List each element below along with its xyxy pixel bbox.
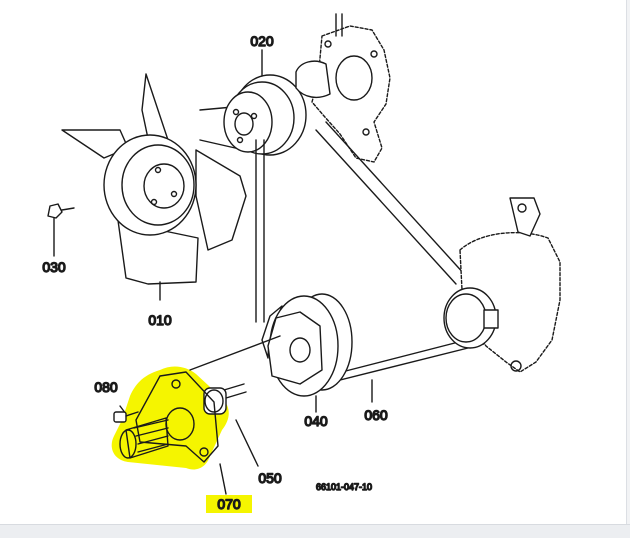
part-070-flange-shaft[interactable]: [119, 335, 281, 495]
part-030-bolt[interactable]: [47, 203, 75, 257]
label-030: 030: [42, 259, 66, 275]
label-060: 060: [364, 407, 388, 423]
bottom-status-bar: [0, 524, 630, 538]
label-070: 070: [217, 496, 241, 512]
part-060-v-belt[interactable]: [255, 121, 485, 403]
parts-diagram: 020 030 010 080 060 040 050 070 66101-04…: [42, 13, 561, 513]
label-080: 080: [94, 379, 118, 395]
part-080-small-bolt[interactable]: [113, 405, 139, 423]
part-020-fan-pulley[interactable]: [199, 49, 307, 156]
label-010: 010: [148, 312, 172, 328]
part-040-crank-pulley[interactable]: [261, 293, 353, 413]
right-scroll-edge: [626, 0, 630, 524]
alternator: [443, 197, 561, 373]
part-010-cooling-fan[interactable]: [61, 73, 247, 301]
reference-code: 66101-047-10: [316, 482, 372, 492]
part-050-bolt[interactable]: [203, 383, 259, 467]
water-pump: [295, 13, 391, 163]
label-020: 020: [250, 33, 274, 49]
label-050: 050: [258, 470, 282, 486]
label-040: 040: [304, 413, 328, 429]
